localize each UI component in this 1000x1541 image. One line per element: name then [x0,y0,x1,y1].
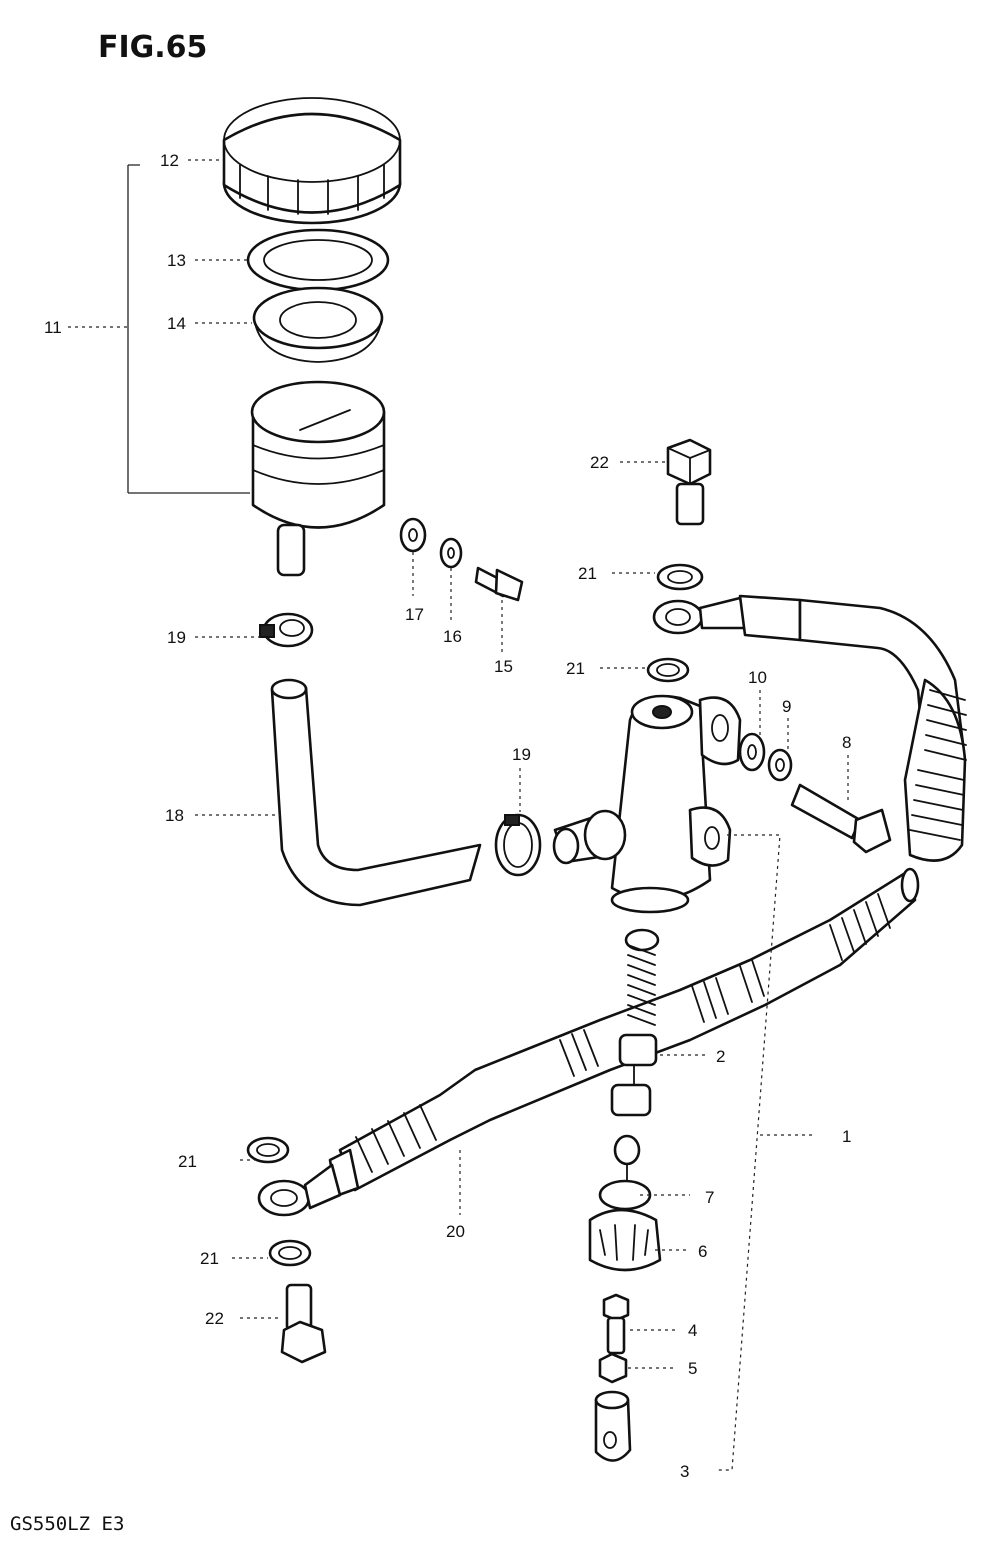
washer-16 [439,537,463,569]
master-cylinder-body [552,694,742,914]
callout-1: 1 [842,1127,851,1146]
callout-11: 11 [44,318,62,337]
reservoir-tank [250,380,386,577]
hose-clamp-upper [259,612,314,648]
callout-21-c: 21 [178,1152,197,1171]
reservoir-diaphragm [252,286,384,363]
figure-title: FIG.65 [98,30,207,65]
washer-9 [767,748,793,782]
leader-lines [68,159,849,1369]
reservoir-cap [222,97,402,225]
union-bolt-lower [280,1283,327,1364]
callout-17: 17 [405,605,424,624]
callout-4: 4 [688,1321,697,1340]
callout-16: 16 [443,627,462,646]
callout-9: 9 [782,697,791,716]
callout-14: 14 [167,314,186,333]
gasket-21-d [268,1239,312,1267]
gasket-21-c [246,1136,290,1164]
callout-21-b: 21 [566,659,585,678]
push-rod-locknut [602,1293,630,1355]
washer-17 [399,517,427,553]
piston-spring [610,928,660,1117]
washer-10 [738,732,766,772]
gasket-21-b [646,657,690,683]
callout-21-a: 21 [578,564,597,583]
reservoir-plate [246,228,390,292]
callout-18: 18 [165,806,184,825]
callout-19-upper: 19 [167,628,186,647]
callout-19-lower: 19 [512,745,531,764]
callout-15: 15 [494,657,513,676]
callout-13: 13 [167,251,186,270]
callout-21-d: 21 [200,1249,219,1268]
brake-hose-upper [652,594,967,862]
callout-3: 3 [680,1462,689,1481]
callout-8: 8 [842,733,851,752]
assembly-11-bracket [127,164,250,494]
gasket-21-a [656,563,704,591]
callout-20: 20 [446,1222,465,1241]
callout-12: 12 [160,151,179,170]
callout-2: 2 [716,1047,725,1066]
assembly-1-bracket [715,834,815,1471]
callout-22-b: 22 [205,1309,224,1328]
callout-6: 6 [698,1242,707,1261]
callout-10: 10 [748,668,767,687]
push-rod-boot [588,1134,662,1272]
model-code: GS550LZ E3 [10,1513,124,1535]
callout-5: 5 [688,1359,697,1378]
callout-7: 7 [705,1188,714,1207]
hose-clamp-lower [494,813,542,877]
clevis [594,1390,632,1462]
bolt-15 [474,566,524,602]
clevis-nut [598,1352,628,1384]
brake-hose-lower [257,867,920,1217]
bolt-8 [790,783,892,854]
reservoir-hose [270,678,482,907]
callout-22-a: 22 [590,453,609,472]
union-bolt-upper [666,438,712,526]
